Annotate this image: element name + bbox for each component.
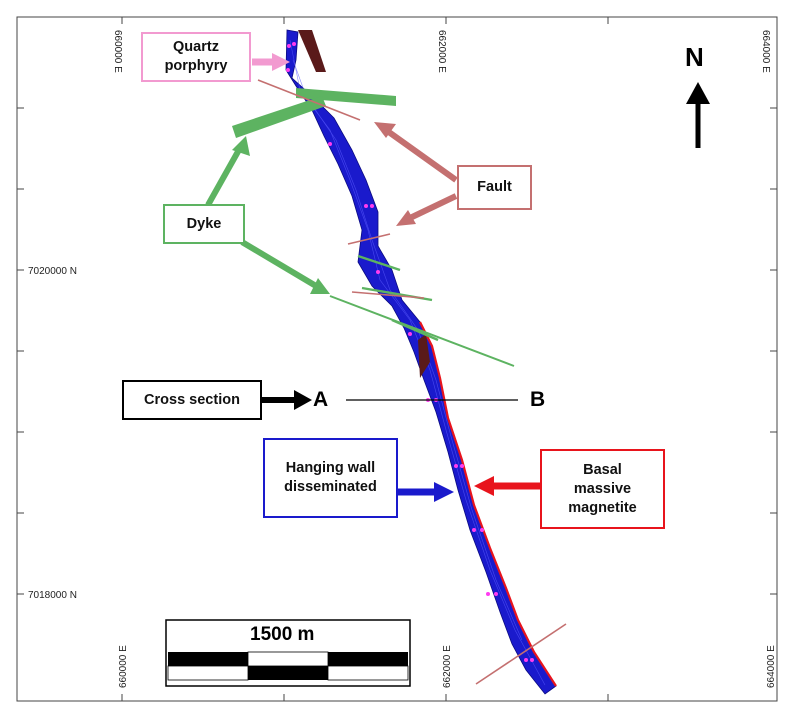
section-endpoint-b: B — [530, 388, 546, 411]
coord-7018000-n: 7018000 N — [28, 590, 77, 601]
north-label: N — [685, 42, 704, 72]
fault-label: Fault — [457, 165, 532, 210]
coord-bottom-662000: 662000 E — [442, 645, 453, 688]
coord-bottom-664000: 664000 E — [766, 645, 777, 688]
scale-bar — [165, 619, 411, 687]
hanging-wall-arrowhead — [434, 482, 454, 502]
dyke-arrowhead-upper — [232, 136, 250, 156]
orebody-texture — [289, 39, 546, 686]
cross-section-label: Cross section — [122, 380, 262, 420]
coord-7020000-n: 7020000 N — [28, 266, 77, 277]
map-border — [16, 16, 778, 702]
coord-top-664000: 664000 E — [760, 30, 771, 73]
cross-section-arrowhead — [294, 390, 312, 410]
fault-arrowhead-lower — [396, 210, 416, 226]
basal-magnetite-label: Basal massive magnetite — [540, 449, 665, 529]
fault-arrow-lower — [408, 193, 458, 221]
dyke-northwest — [232, 96, 326, 138]
quartz-porphyry-label: Quartz porphyry — [141, 32, 251, 82]
fault-arrow-upper — [384, 127, 458, 183]
dark-intrusion-north — [298, 30, 326, 72]
coord-top-662000: 662000 E — [436, 30, 447, 73]
grid-ticks — [17, 17, 777, 701]
basal-magnetite-contact — [419, 321, 557, 687]
fault-lines — [257, 79, 567, 685]
dyke-northeast — [296, 88, 396, 106]
dark-intrusion-south — [418, 334, 430, 378]
dyke-arrow-lower — [240, 239, 318, 289]
dyke-label: Dyke — [163, 204, 245, 244]
hanging-wall-label: Hanging wall disseminated — [263, 438, 398, 518]
dyke-arrowhead-lower — [310, 278, 330, 294]
fault-arrowhead-upper — [374, 122, 396, 138]
section-endpoint-a: A — [313, 388, 329, 411]
north-arrow-icon — [686, 82, 710, 104]
dyke-arrow-upper — [205, 146, 243, 207]
basal-magnetite-arrowhead — [474, 476, 494, 496]
coord-bottom-660000: 660000 E — [118, 645, 129, 688]
coord-top-660000: 660000 E — [112, 30, 123, 73]
quartz-porphyry-arrowhead — [272, 53, 290, 71]
dyke-central — [329, 295, 515, 367]
scale-bar-label: 1500 m — [250, 624, 315, 645]
